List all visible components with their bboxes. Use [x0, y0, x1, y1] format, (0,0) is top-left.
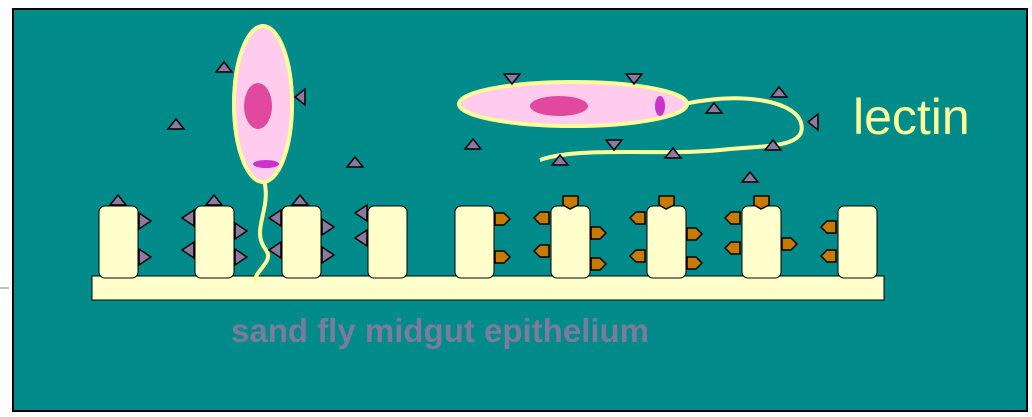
- triangle-icon: [182, 242, 194, 258]
- triangle-icon: [465, 139, 481, 149]
- microvillus: [647, 206, 686, 278]
- triangle-icon: [182, 210, 194, 226]
- triangle-icon: [347, 157, 363, 167]
- triangle-icon: [292, 195, 308, 205]
- triangle-icon: [139, 213, 151, 229]
- microvillus: [368, 206, 407, 278]
- triangle-icon: [771, 87, 787, 97]
- microvillus: [838, 206, 877, 278]
- pentagon-icon: [630, 212, 645, 224]
- triangle-icon: [808, 114, 818, 130]
- triangle-icon: [322, 247, 334, 263]
- triangle-icon: [355, 230, 367, 246]
- pentagon-icon: [725, 242, 740, 254]
- epithelium-label: sand fly midgut epithelium: [231, 314, 649, 347]
- pentagon-icon: [495, 251, 510, 263]
- pentagon-icon: [687, 257, 702, 269]
- pentagon-icon: [534, 212, 549, 224]
- triangle-icon: [269, 210, 281, 226]
- microvillus: [195, 206, 234, 278]
- triangle-icon: [235, 223, 247, 239]
- pentagon-icon: [591, 258, 606, 270]
- pentagon-icon: [725, 212, 740, 224]
- triangle-icon: [235, 249, 247, 265]
- pentagon-icon: [591, 227, 606, 239]
- triangle-icon: [504, 74, 520, 84]
- microvillus: [551, 206, 590, 278]
- triangle-icon: [110, 195, 126, 205]
- triangle-icon: [606, 140, 622, 150]
- triangle-icon: [269, 242, 281, 258]
- triangle-icon: [216, 62, 232, 72]
- parasite-kinetoplast: [655, 96, 665, 116]
- pentagon-icon: [821, 250, 836, 262]
- pentagon-icon: [630, 250, 645, 262]
- pentagon-icon: [495, 213, 510, 225]
- triangle-icon: [206, 195, 222, 205]
- pentagon-icon: [821, 221, 836, 233]
- microvilli: [99, 206, 877, 278]
- microvillus: [455, 206, 494, 278]
- epithelium-base: [92, 276, 884, 300]
- triangle-icon: [742, 172, 758, 182]
- swimming-parasite: [459, 82, 802, 160]
- triangle-icon: [322, 219, 334, 235]
- pentagon-icon: [687, 228, 702, 240]
- lectin-label: lectin: [853, 92, 970, 142]
- triangle-icon: [168, 119, 184, 129]
- pentagon-icon: [782, 238, 797, 250]
- microvillus: [99, 206, 138, 278]
- parasite-nucleus: [244, 83, 272, 129]
- parasite-nucleus: [530, 96, 588, 116]
- microvillus: [742, 206, 781, 278]
- triangle-icon: [355, 205, 367, 221]
- pentagon-icon: [534, 245, 549, 257]
- microvillus: [282, 206, 321, 278]
- triangle-icon: [626, 74, 642, 84]
- triangle-icon: [295, 89, 305, 105]
- triangle-icon: [706, 103, 722, 113]
- parasite-flagellum: [256, 180, 269, 282]
- parasite-kinetoplast: [253, 160, 279, 168]
- triangle-icon: [139, 249, 151, 265]
